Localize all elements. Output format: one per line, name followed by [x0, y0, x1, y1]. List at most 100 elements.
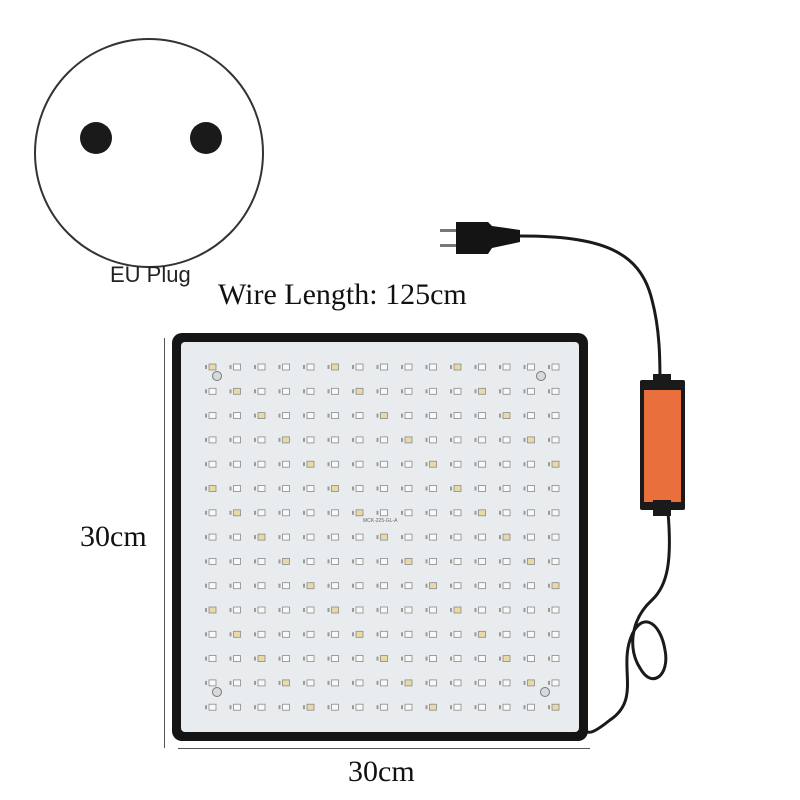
led-marker — [425, 413, 428, 418]
led-chip — [282, 557, 290, 565]
led-marker — [548, 608, 550, 612]
led-chip — [551, 485, 560, 492]
led-chip — [527, 655, 535, 663]
led-chip — [404, 557, 413, 565]
led-marker — [376, 365, 379, 369]
led-marker — [303, 608, 305, 612]
led-marker — [205, 389, 207, 394]
led-marker — [278, 437, 281, 442]
led-marker — [278, 705, 281, 710]
led-marker — [499, 365, 501, 369]
led-chip — [208, 460, 217, 468]
led-marker — [474, 632, 477, 637]
led-marker — [327, 413, 330, 418]
led-marker — [229, 608, 232, 612]
led-chip — [551, 412, 560, 419]
led-chip — [331, 485, 339, 492]
led-chip — [380, 436, 388, 444]
led-chip — [527, 460, 535, 468]
led-marker — [450, 608, 452, 612]
led-marker — [376, 583, 379, 588]
led-chip — [551, 679, 560, 687]
led-marker — [352, 632, 354, 637]
led-chip — [282, 363, 290, 371]
led-chip — [502, 412, 511, 419]
led-marker — [401, 705, 403, 710]
led-marker — [278, 680, 281, 685]
led-marker — [425, 705, 428, 710]
led-chip — [404, 679, 413, 687]
led-marker — [278, 413, 281, 418]
led-marker — [523, 389, 526, 394]
eu-plug-head — [440, 222, 520, 254]
led-chip — [257, 509, 266, 517]
led-marker — [327, 608, 330, 612]
led-marker — [474, 705, 477, 710]
led-chip — [257, 630, 266, 638]
led-chip — [527, 533, 535, 541]
led-marker — [254, 462, 256, 467]
led-marker — [548, 413, 550, 418]
led-chip — [233, 387, 241, 395]
led-marker — [499, 583, 501, 588]
led-marker — [205, 413, 207, 418]
led-chip — [478, 655, 486, 663]
led-marker — [450, 535, 452, 540]
led-marker — [254, 365, 256, 369]
led-marker — [205, 680, 207, 685]
led-marker — [450, 632, 452, 637]
led-chip — [380, 412, 388, 419]
led-chip — [551, 387, 560, 395]
led-chip — [404, 363, 413, 371]
mounting-hole — [540, 687, 550, 697]
led-marker — [352, 365, 354, 369]
led-chip — [551, 703, 560, 711]
led-chip — [478, 363, 486, 371]
led-marker — [425, 365, 428, 369]
led-chip — [282, 630, 290, 638]
led-chip — [404, 436, 413, 444]
led-chip — [453, 703, 462, 711]
led-chip — [429, 655, 437, 663]
led-marker — [425, 656, 428, 661]
led-marker — [450, 583, 452, 588]
led-marker — [352, 510, 354, 515]
height-dimension-label: 30cm — [80, 520, 147, 553]
led-chip — [331, 436, 339, 444]
led-marker — [548, 559, 550, 564]
led-marker — [548, 535, 550, 540]
led-chip — [478, 485, 486, 492]
led-marker — [229, 559, 232, 564]
led-chip — [527, 485, 535, 492]
led-marker — [327, 559, 330, 564]
led-chip — [331, 582, 339, 590]
led-chip — [429, 460, 437, 468]
led-chip — [331, 606, 339, 614]
led-chip — [478, 582, 486, 590]
led-marker — [450, 510, 452, 515]
led-marker — [205, 583, 207, 588]
led-marker — [205, 535, 207, 540]
led-marker — [401, 680, 403, 685]
led-marker — [278, 632, 281, 637]
led-chip — [257, 582, 266, 590]
led-grid: MCK-225-GL-A — [205, 363, 560, 711]
led-marker — [327, 680, 330, 685]
led-marker — [474, 437, 477, 442]
led-chip — [404, 509, 413, 517]
led-marker — [548, 389, 550, 394]
led-marker — [352, 608, 354, 612]
led-marker — [229, 632, 232, 637]
led-marker — [229, 656, 232, 661]
led-chip — [453, 655, 462, 663]
led-chip — [331, 655, 339, 663]
led-chip — [233, 703, 241, 711]
led-marker — [401, 632, 403, 637]
mounting-hole — [212, 371, 222, 381]
led-marker — [499, 413, 501, 418]
led-chip — [306, 436, 315, 444]
led-marker — [548, 680, 550, 685]
led-chip — [453, 436, 462, 444]
led-chip — [306, 557, 315, 565]
led-chip — [429, 533, 437, 541]
